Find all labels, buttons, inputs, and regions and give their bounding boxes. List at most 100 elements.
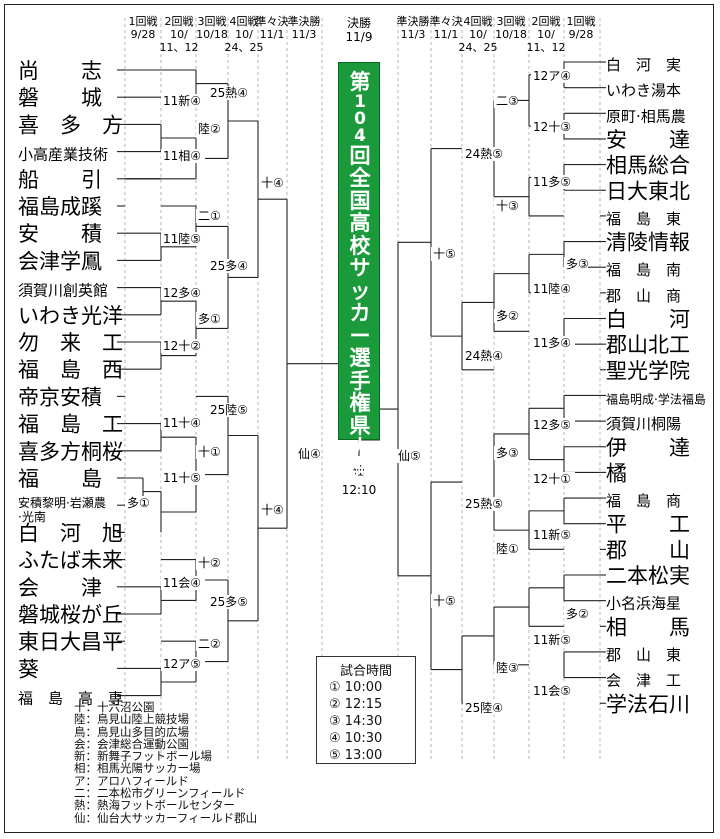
final-venue: 仙 <box>353 464 365 478</box>
left-team-name: 尚 志 <box>18 59 102 83</box>
right-match-result-text: 11陸④ <box>533 282 571 296</box>
right-team-name: 郡 山 東 <box>606 646 681 664</box>
match-time-row: ⑤ 13:00 <box>329 748 383 763</box>
round-header: 決勝 <box>347 15 371 30</box>
right-team-name: 橘 <box>606 461 627 485</box>
right-team-name: 二本松実 <box>606 564 690 588</box>
right-match-result: 十③ <box>494 199 519 213</box>
round-header: 1回戦 <box>567 15 596 28</box>
right-team-name: 学法石川 <box>606 692 690 716</box>
right-match-result-text: 25陸④ <box>465 701 503 715</box>
left-team-name: 喜 多 方 <box>18 113 123 137</box>
right-match-result-text: 25熱⑤ <box>465 497 503 511</box>
right-team-name: 福 島 南 <box>606 261 681 279</box>
left-match-result-text: 11十⑤ <box>163 471 201 485</box>
left-match-result-text: 11会④ <box>163 576 201 590</box>
left-match-result-text: 二② <box>198 637 221 651</box>
right-team-name: 郡 山 商 <box>606 287 681 305</box>
right-match-result: 陸③ <box>494 661 519 675</box>
left-team-name: 福 島 西 <box>18 358 123 382</box>
right-match-result-text: 多③ <box>496 446 519 460</box>
round-date: 11/3 <box>292 28 317 41</box>
right-match-result-text: 多② <box>496 309 519 323</box>
left-match-result-text: 十④ <box>261 176 284 190</box>
right-match-result: 十⑤ <box>431 594 456 608</box>
left-match-result-text: 11陸⑤ <box>163 232 201 246</box>
right-team-name: 白 河 <box>606 308 690 332</box>
left-match-result: 25多④ <box>208 259 252 273</box>
left-match-result: 25陸⑤ <box>208 403 252 417</box>
left-team-name: 安 積 <box>18 222 102 246</box>
right-match-result: 25陸④ <box>463 701 507 715</box>
right-match-result-text: 多② <box>566 607 589 621</box>
right-match-result: 25熱⑤ <box>463 497 507 511</box>
right-team-name: 聖光学院 <box>606 359 690 383</box>
round-header: 準々決 <box>430 14 463 28</box>
round-date: 11/1 <box>434 28 459 41</box>
round-header: 準々決 <box>256 14 289 28</box>
right-match-result-text: 陸③ <box>496 661 519 675</box>
round-date: 11、12 <box>527 41 566 54</box>
left-team-name: 磐 城 <box>18 86 102 110</box>
left-match-result: 11会④ <box>161 576 205 590</box>
round-date: 11/1 <box>260 28 285 41</box>
left-team-name: 福島成蹊 <box>18 195 102 219</box>
venue-legend-row: 新：新舞子フットボール場 <box>74 749 212 764</box>
right-match-result: 11陸④ <box>531 282 575 296</box>
right-match-result: 多② <box>494 309 519 323</box>
round-header: 2回戦 <box>532 15 561 28</box>
left-match-result-text: 11十④ <box>163 416 201 430</box>
left-team-name: 白 河 旭 <box>18 521 123 545</box>
left-team-name: 船 引 <box>18 168 102 192</box>
round-date: 10/ <box>469 28 487 41</box>
right-team-name: 福 島 商 <box>606 492 681 510</box>
round-date: 24、25 <box>225 41 264 54</box>
match-time-row: ① 10:00 <box>329 680 383 695</box>
right-team-name: 原町·相馬農 <box>606 107 686 125</box>
round-date: 11/9 <box>346 30 373 44</box>
venue-legend-row: 仙：仙台大サッカーフィールド郡山 <box>74 810 258 825</box>
left-match-result-text: 陸② <box>198 122 221 136</box>
left-team-name: 福 島 <box>18 467 102 491</box>
round-date: 10/18 <box>495 28 527 41</box>
left-match-result: 11相④ <box>161 149 205 163</box>
venue-legend-row: 十：十六沼公園 <box>74 700 155 714</box>
left-match-result: 12十② <box>161 339 205 353</box>
left-match-result: 11陸⑤ <box>161 232 205 246</box>
right-match-result: 十⑤ <box>431 247 456 261</box>
left-match-result-text: 十① <box>198 445 221 459</box>
right-match-result: 11会⑤ <box>531 684 575 698</box>
venue-legend-row: 二：二本松市グリーンフィールド <box>74 786 246 801</box>
left-match-result-text: 二① <box>198 209 221 223</box>
right-match-result-text: 12多⑤ <box>533 418 571 432</box>
left-team-name: 福 島 高 専 <box>18 690 123 708</box>
right-match-result: 多③ <box>564 257 589 271</box>
right-match-result: 11多④ <box>531 336 575 350</box>
right-match-result-text: 11多⑤ <box>533 175 571 189</box>
right-match-result: 12ア④ <box>531 69 575 83</box>
right-team-name: 相 馬 <box>606 615 690 639</box>
right-match-result-text: 十⑤ <box>433 247 456 261</box>
left-match-result-text: 25多⑤ <box>210 595 248 609</box>
round-date: 9/28 <box>569 28 594 41</box>
round-date: 10/ <box>537 28 555 41</box>
left-match-result-text: 12ア⑤ <box>163 657 201 671</box>
left-team-name: 福 島 工 <box>18 413 123 437</box>
right-match-result-text: 12十① <box>533 472 571 486</box>
venue-legend: 十：十六沼公園陸：鳥見山陸上競技場鳥：鳥見山多目的広場会：会津総合運動公園新：新… <box>74 701 257 824</box>
right-team-name: 会 津 工 <box>606 672 681 690</box>
right-team-name: 福島明成·学法福島 <box>606 391 706 406</box>
left-team-name: 須賀川創英館 <box>18 282 108 300</box>
match-time-row: ④ 10:30 <box>329 731 383 746</box>
left-team-name: 東日大昌平 <box>18 630 123 654</box>
left-match-result: 12ア⑤ <box>161 657 205 671</box>
left-match-result: 25熱④ <box>208 86 252 100</box>
right-team-name: いわき湯本 <box>606 82 681 100</box>
right-team-name: 清陵情報 <box>606 231 690 255</box>
right-team-name: 郡山北工 <box>606 333 690 357</box>
right-team-name: 日大東北 <box>606 179 690 203</box>
right-match-result: 多② <box>564 607 589 621</box>
match-time-row: ③ 14:30 <box>329 714 383 729</box>
right-team-name: 郡 山 <box>606 538 690 562</box>
